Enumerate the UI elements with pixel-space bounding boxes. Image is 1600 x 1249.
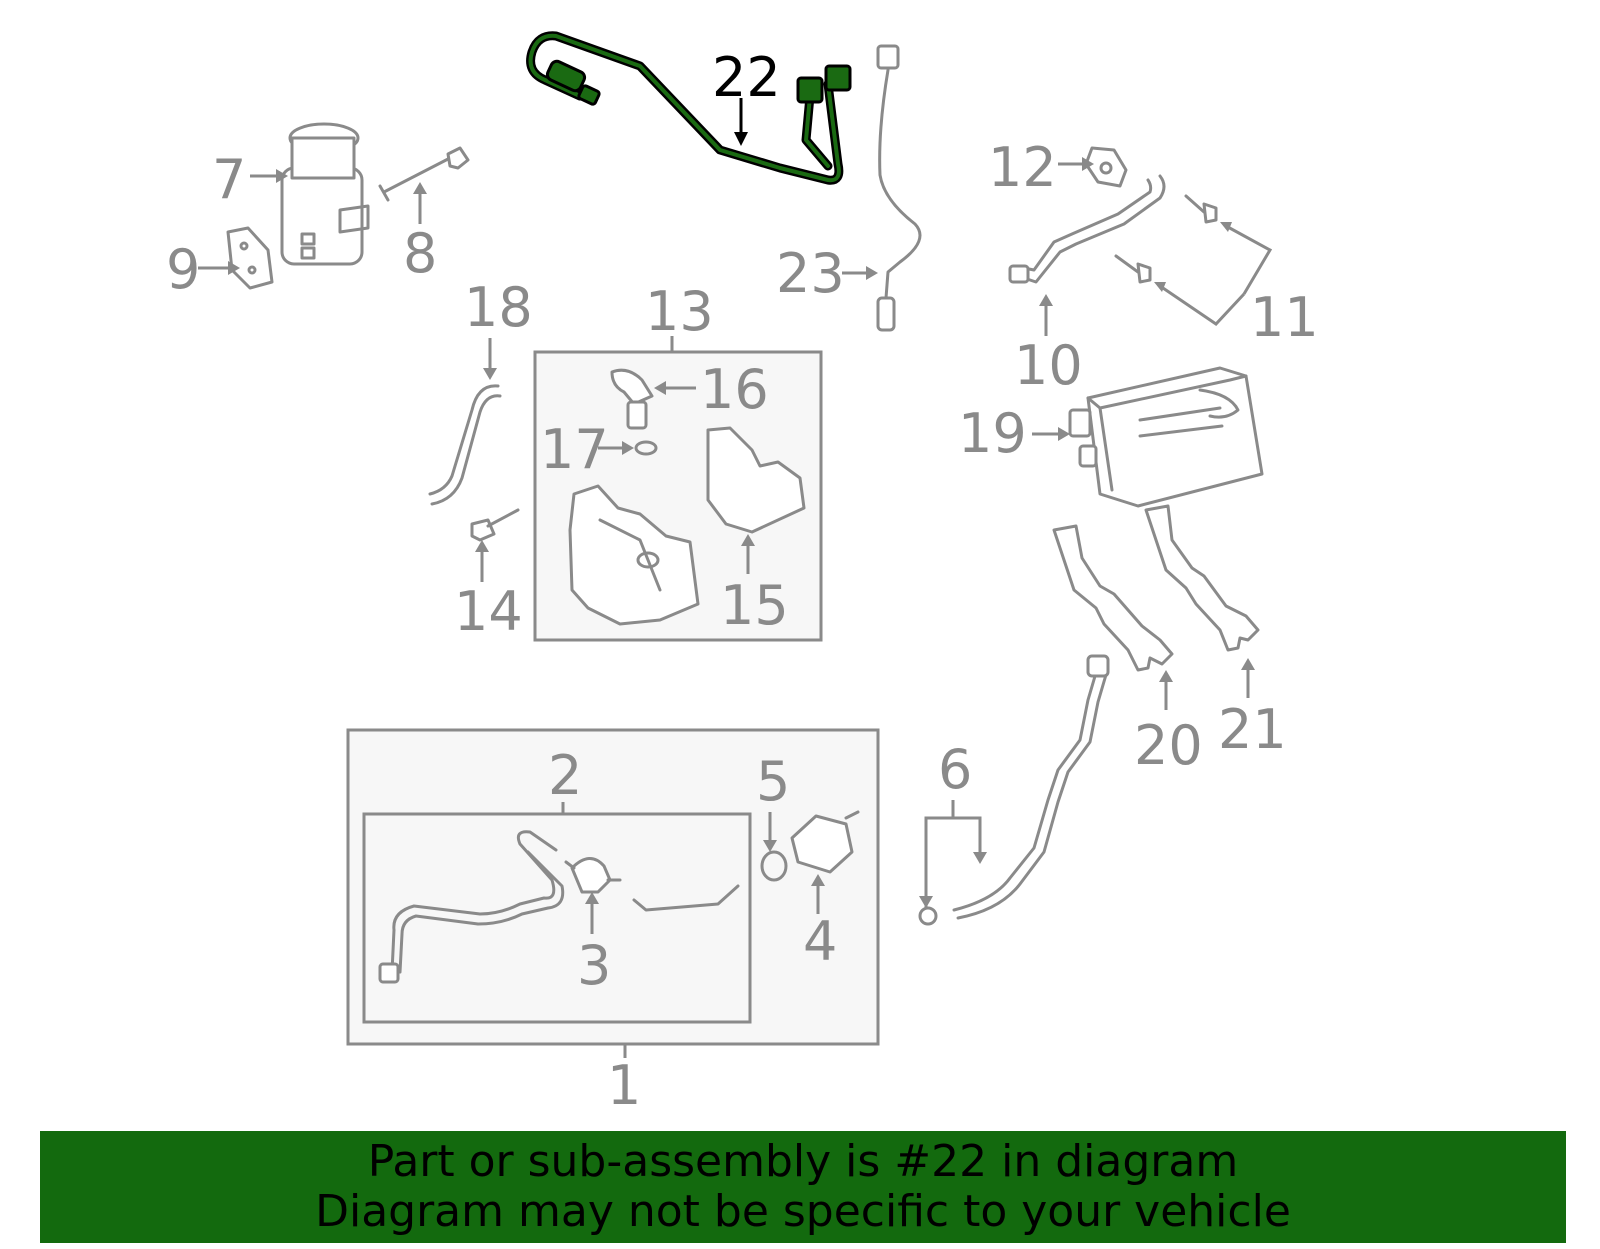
part-23-oxygen-sensor[interactable]: [876, 44, 922, 332]
callout-14: 14: [454, 580, 523, 643]
callout-18: 18: [464, 276, 533, 339]
callout-11: 11: [1250, 286, 1319, 349]
part-8-bolt[interactable]: [378, 146, 470, 202]
part-12-gasket[interactable]: [1084, 146, 1128, 188]
callout-19: 19: [958, 402, 1027, 465]
callout-9: 9: [166, 238, 200, 301]
callout-10: 10: [1014, 334, 1083, 397]
callout-7: 7: [212, 148, 246, 211]
part-11-bolts[interactable]: [1114, 194, 1218, 284]
part-2-hose-right[interactable]: [632, 884, 740, 912]
callout-12: 12: [988, 136, 1057, 199]
callout-1: 1: [607, 1054, 641, 1117]
part-21-bracket[interactable]: [1144, 504, 1260, 652]
callout-20: 20: [1134, 714, 1203, 777]
notice-banner: Part or sub-assembly is #22 in diagram D…: [40, 1131, 1566, 1243]
part-15-gasket[interactable]: [706, 426, 806, 534]
callout-4: 4: [803, 910, 837, 973]
part-20-bracket[interactable]: [1052, 524, 1174, 672]
part-10-pipe[interactable]: [1008, 174, 1166, 284]
part-18-hose[interactable]: [428, 384, 502, 506]
part-6-hose[interactable]: [918, 654, 1110, 926]
part-5-clamp[interactable]: [760, 850, 788, 882]
callout-15: 15: [720, 574, 789, 637]
callout-13: 13: [645, 280, 714, 343]
part-7-vsv-valve[interactable]: [280, 122, 370, 266]
callout-21: 21: [1218, 698, 1287, 761]
callout-8: 8: [403, 222, 437, 285]
callout-22: 22: [712, 46, 781, 109]
part-19-charcoal-canister[interactable]: [1068, 366, 1264, 508]
callout-6: 6: [938, 738, 972, 801]
part-14-bolt[interactable]: [470, 508, 520, 542]
callout-17: 17: [540, 418, 609, 481]
part-13-housing[interactable]: [568, 484, 700, 626]
banner-line-1: Part or sub-assembly is #22 in diagram: [367, 1136, 1239, 1187]
part-16-fitting[interactable]: [610, 368, 654, 430]
callout-2: 2: [548, 744, 582, 807]
callout-3: 3: [577, 934, 611, 997]
part-17-o-ring[interactable]: [634, 440, 658, 456]
part-3-check-valve[interactable]: [564, 857, 622, 894]
callout-16: 16: [700, 358, 769, 421]
banner-line-2: Diagram may not be specific to your vehi…: [315, 1186, 1291, 1237]
part-9-gasket[interactable]: [226, 226, 274, 290]
callout-5: 5: [756, 750, 790, 813]
callout-23: 23: [776, 242, 845, 305]
part-4-vsv[interactable]: [790, 810, 860, 874]
part-22-wiring-harness[interactable]: [526, 31, 852, 185]
part-2-hose[interactable]: [378, 830, 565, 984]
